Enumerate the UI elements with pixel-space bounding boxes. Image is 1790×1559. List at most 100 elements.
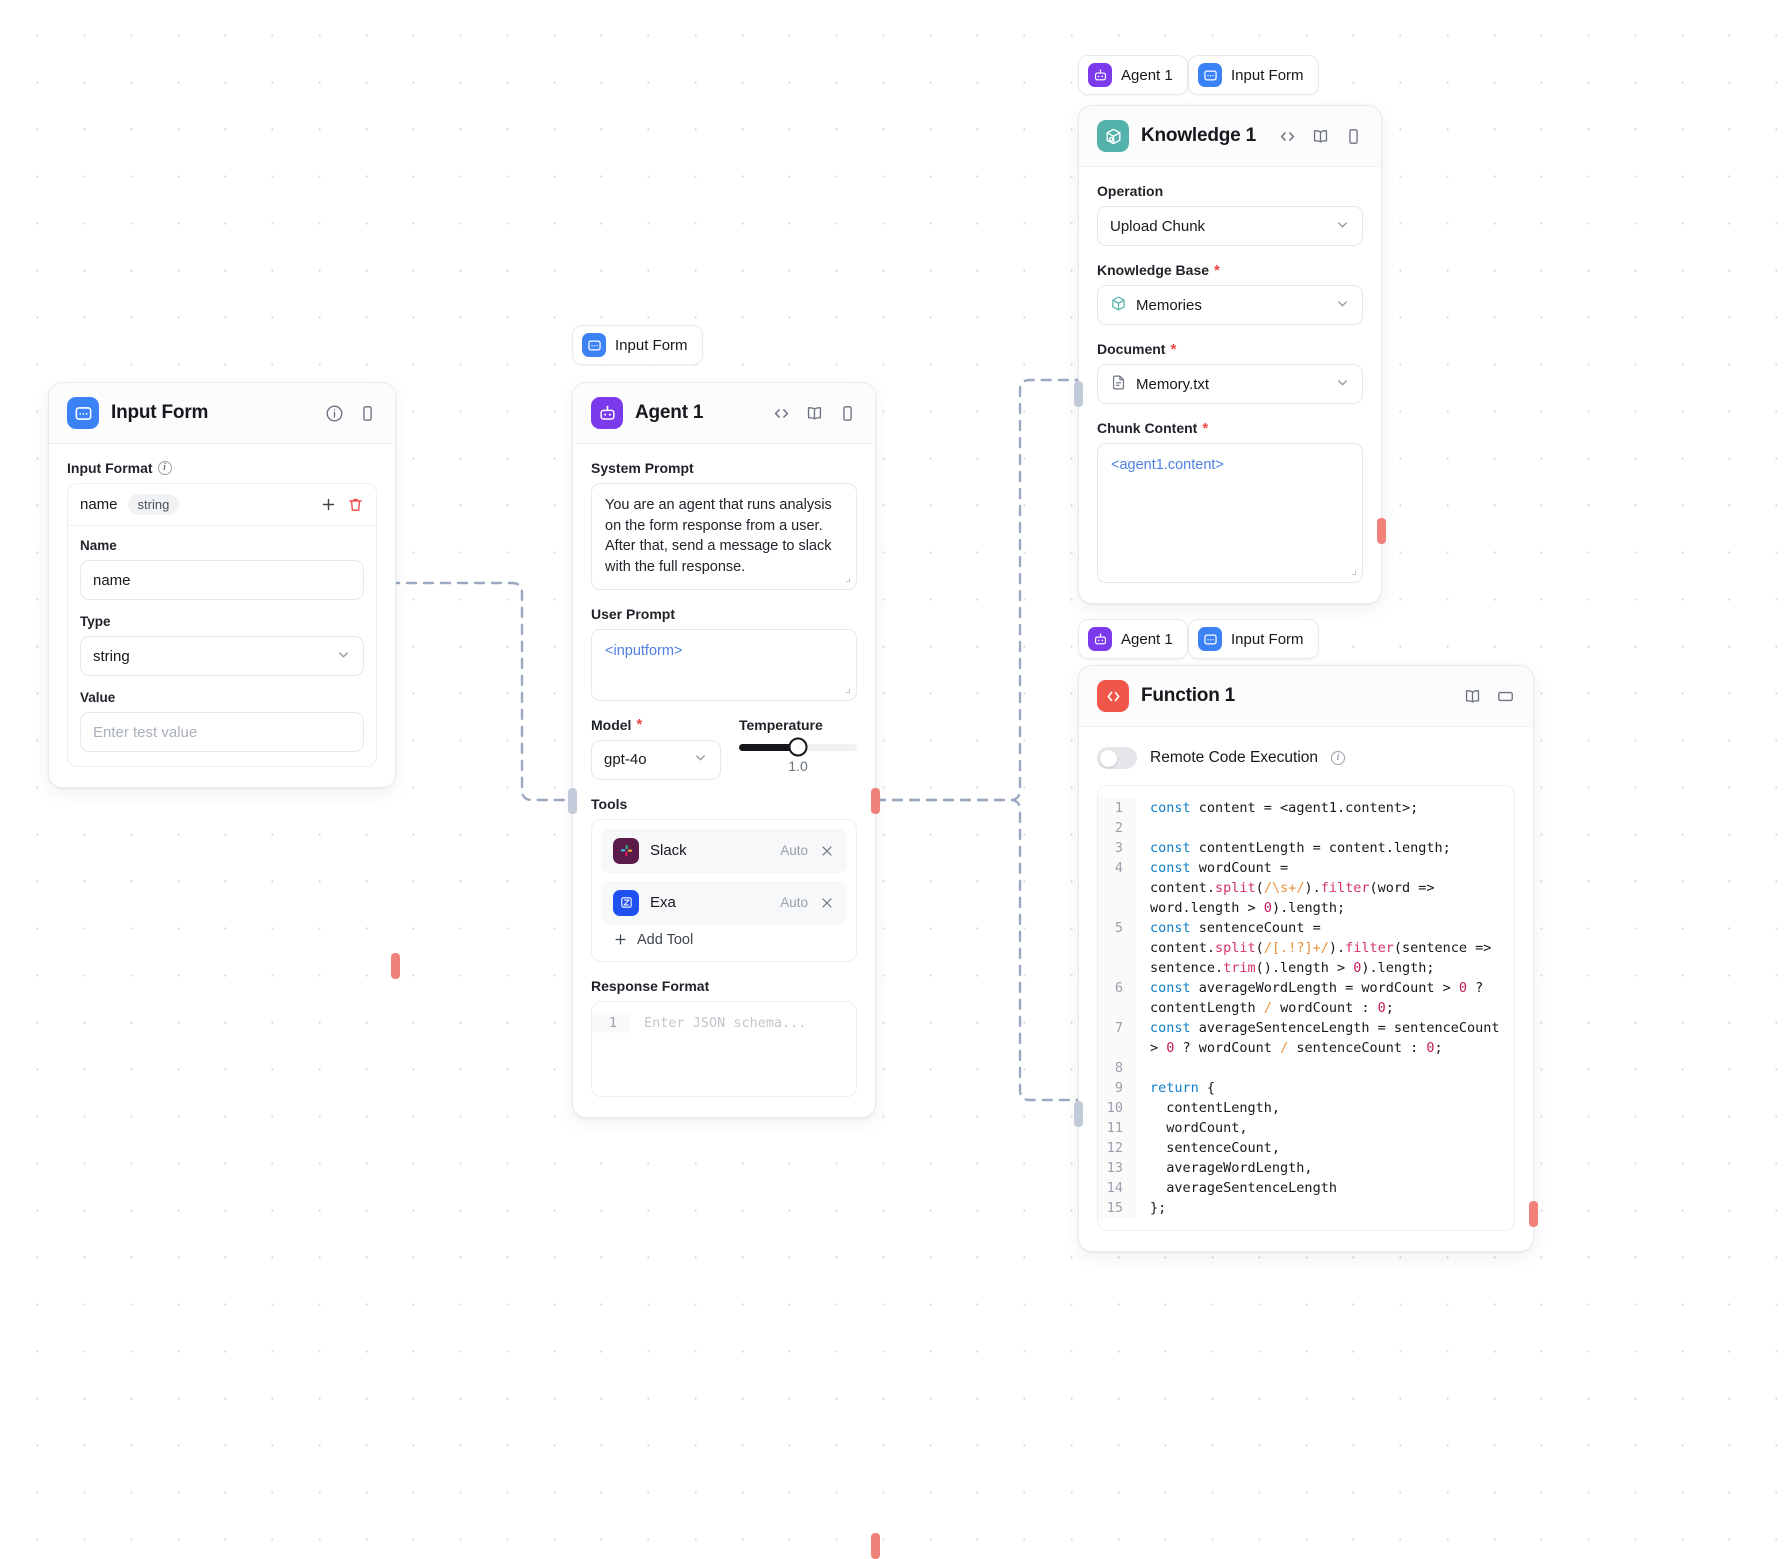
tools-label: Tools <box>591 795 628 812</box>
remote-code-execution-row[interactable]: Remote Code Execution i <box>1097 743 1515 785</box>
field-header-row[interactable]: name string <box>68 484 376 526</box>
code-text: const wordCount = content.split(/\s+/).f… <box>1150 860 1443 916</box>
code-icon[interactable] <box>772 404 791 423</box>
info-icon[interactable]: i <box>157 461 172 475</box>
model-select[interactable]: gpt-4o <box>591 739 721 780</box>
window-icon[interactable] <box>1496 687 1515 706</box>
tool-mode[interactable]: Auto <box>780 843 808 859</box>
input-port[interactable] <box>568 788 577 814</box>
node-input-form[interactable]: Input Form Input Format i <box>48 382 400 979</box>
node-header[interactable]: Agent 1 <box>573 383 875 444</box>
upstream-pill-agent-1[interactable]: Agent 1 <box>1078 619 1188 659</box>
node-function-1[interactable]: Function 1 Remote Code Execution i <box>1074 665 1538 1252</box>
line-number: 2 <box>1098 818 1136 838</box>
upstream-pill-input-form[interactable]: Input Form <box>572 325 703 365</box>
knowledge-base-label: Knowledge Base* <box>1097 261 1220 279</box>
info-icon[interactable]: i <box>1331 751 1346 765</box>
remove-tool-button[interactable] <box>819 843 835 859</box>
add-field-button[interactable] <box>320 496 337 513</box>
resize-handle[interactable]: ⌟ <box>845 680 851 695</box>
field-type-chip: string <box>127 494 180 515</box>
input-port[interactable] <box>1074 1101 1083 1127</box>
node-body: Operation Upload Chunk Knowledge Base* <box>1079 167 1381 603</box>
line-number: 15 <box>1098 1198 1136 1218</box>
user-prompt-textarea[interactable]: <inputform> ⌟ <box>591 628 857 701</box>
model-label: Model* <box>591 716 643 734</box>
line-number: 5 <box>1098 918 1136 978</box>
node-knowledge-1[interactable]: Knowledge 1 Operation Upload Chunk <box>1074 105 1386 604</box>
panel-icon[interactable] <box>358 404 377 423</box>
document-icon <box>1110 374 1127 395</box>
code-text: }; <box>1150 1200 1167 1216</box>
upstream-pill-input-form[interactable]: Input Form <box>1188 55 1319 95</box>
code-icon[interactable] <box>1278 127 1297 146</box>
panel-icon[interactable] <box>1344 127 1363 146</box>
code-text: const averageSentenceLength = sentenceCo… <box>1150 1020 1508 1056</box>
type-select[interactable]: string <box>80 636 364 676</box>
remove-tool-button[interactable] <box>819 895 835 911</box>
code-line: 12 sentenceCount, <box>1098 1138 1514 1158</box>
agent-icon <box>1088 627 1112 651</box>
line-number: 1 <box>592 1012 630 1033</box>
code-line: 11 wordCount, <box>1098 1118 1514 1138</box>
book-icon[interactable] <box>1463 687 1482 706</box>
book-icon[interactable] <box>805 404 824 423</box>
upstream-pill-agent-1[interactable]: Agent 1 <box>1078 55 1188 95</box>
node-agent-1[interactable]: Agent 1 System Prompt You are an agent t… <box>568 382 880 1559</box>
name-input[interactable]: name <box>80 560 364 600</box>
output-port[interactable] <box>871 788 880 814</box>
info-icon[interactable] <box>325 404 344 423</box>
slider-thumb[interactable] <box>788 737 808 757</box>
tool-name: Slack <box>650 842 687 860</box>
pill-label: Agent 1 <box>1121 66 1173 84</box>
value-label: Value <box>80 690 116 705</box>
node-body: Input Format i name string <box>49 444 395 787</box>
code-line: 13 averageWordLength, <box>1098 1158 1514 1178</box>
type-label: Type <box>80 614 111 629</box>
input-port[interactable] <box>1074 381 1083 407</box>
code-line: 2 <box>1098 818 1514 838</box>
temperature-label: Temperature <box>739 716 823 733</box>
line-number: 4 <box>1098 858 1136 918</box>
line-number: 9 <box>1098 1078 1136 1098</box>
book-icon[interactable] <box>1311 127 1330 146</box>
output-port-secondary[interactable] <box>871 1533 880 1559</box>
add-tool-button[interactable]: Add Tool <box>601 925 847 952</box>
operation-select[interactable]: Upload Chunk <box>1097 206 1363 246</box>
input-form-icon <box>67 397 99 429</box>
tools-list: Slack Auto Exa Auto <box>591 818 857 962</box>
resize-handle[interactable]: ⌟ <box>845 569 851 584</box>
panel-icon[interactable] <box>838 404 857 423</box>
system-prompt-textarea[interactable]: You are an agent that runs analysis on t… <box>591 483 857 590</box>
node-header[interactable]: Function 1 <box>1079 666 1533 727</box>
resize-handle[interactable]: ⌟ <box>1351 562 1357 577</box>
output-port[interactable] <box>391 953 400 979</box>
output-port[interactable] <box>1529 1201 1538 1227</box>
tool-row[interactable]: Exa Auto <box>601 880 847 925</box>
document-select[interactable]: Memory.txt <box>1097 364 1363 404</box>
field-details: Name name Type string Value Enter test v… <box>68 526 376 766</box>
chunk-content-textarea[interactable]: <agent1.content> ⌟ <box>1097 443 1363 583</box>
agent-icon <box>591 397 623 429</box>
tool-mode[interactable]: Auto <box>780 895 808 911</box>
node-header[interactable]: Knowledge 1 <box>1079 106 1381 167</box>
knowledge-base-select[interactable]: Memories <box>1097 285 1363 325</box>
temperature-slider[interactable] <box>739 737 857 757</box>
value-input[interactable]: Enter test value <box>80 712 364 752</box>
pill-label: Input Form <box>1231 66 1304 84</box>
delete-field-button[interactable] <box>347 496 364 513</box>
output-port[interactable] <box>1377 518 1386 544</box>
code-line: 8 <box>1098 1058 1514 1078</box>
tool-row[interactable]: Slack Auto <box>601 828 847 873</box>
upstream-pill-input-form[interactable]: Input Form <box>1188 619 1319 659</box>
remote-code-execution-toggle[interactable] <box>1097 747 1137 769</box>
response-format-editor[interactable]: 1 Enter JSON schema... <box>591 1000 857 1097</box>
line-number: 14 <box>1098 1178 1136 1198</box>
node-header[interactable]: Input Form <box>49 383 395 444</box>
temperature-value: 1.0 <box>788 757 808 774</box>
